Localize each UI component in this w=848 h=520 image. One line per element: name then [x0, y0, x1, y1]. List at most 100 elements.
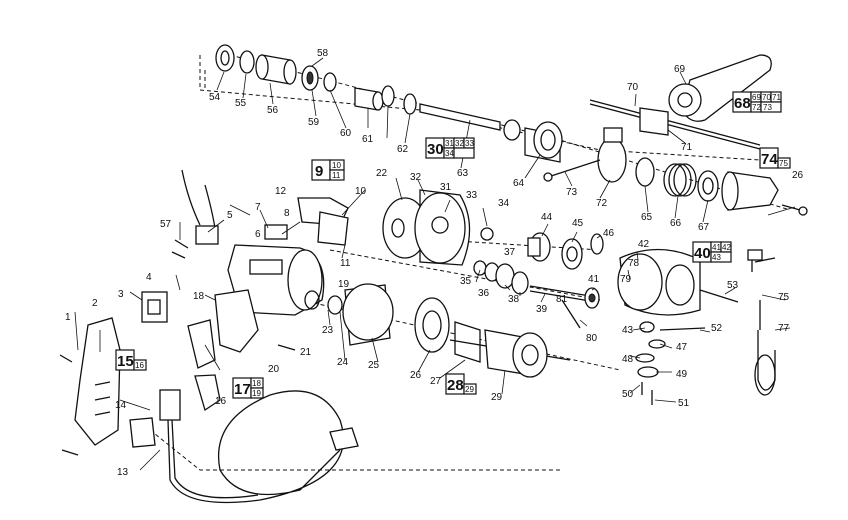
kit-box-17: 17 18 19 [232, 377, 264, 399]
label-34: 34 [498, 198, 510, 209]
label-53: 53 [727, 280, 739, 291]
svg-text:73: 73 [763, 103, 772, 112]
svg-text:16: 16 [135, 361, 144, 370]
part-80-81-pins [561, 299, 581, 329]
part-54-bearing-ring [215, 44, 235, 72]
label-10: 10 [355, 186, 367, 197]
label-41: 41 [588, 274, 600, 285]
part-16-strain-relief [194, 374, 221, 412]
kit-box-9: 9 10 11 [311, 159, 345, 181]
part-38-gear [511, 271, 529, 295]
label-80: 80 [586, 333, 598, 344]
part-5-brush-holder [181, 169, 219, 245]
label-5: 5 [227, 210, 233, 221]
label-26-top: 26 [792, 170, 804, 181]
part-48-49-washers [635, 353, 659, 378]
part-53-shaft [699, 289, 739, 303]
label-1: 1 [65, 312, 71, 323]
label-50: 50 [622, 389, 634, 400]
part-14-cord-clamp [129, 389, 181, 448]
label-60: 60 [340, 128, 352, 139]
label-33: 33 [466, 190, 478, 201]
label-69: 69 [674, 64, 686, 75]
part-72-clamp-band [597, 127, 627, 183]
part-37-gear [495, 263, 515, 289]
svg-text:19: 19 [252, 389, 261, 398]
kit-box-40: 40 41 42 43 [692, 241, 732, 263]
part-18-handle-half [214, 289, 259, 353]
part-29-armature-fan [484, 329, 548, 378]
motor-housing [227, 244, 325, 316]
svg-text:28: 28 [447, 377, 464, 394]
part-34-pin [480, 227, 494, 241]
label-23: 23 [322, 325, 334, 336]
svg-text:32: 32 [455, 139, 464, 148]
svg-text:43: 43 [712, 253, 721, 262]
label-6: 6 [255, 229, 261, 240]
part-1-screw [59, 354, 79, 456]
part-46-ring [590, 233, 604, 255]
label-11: 11 [340, 258, 351, 269]
svg-text:31: 31 [445, 139, 454, 148]
part-19-trigger [187, 319, 216, 369]
part-58-needle-bearing [301, 65, 319, 91]
svg-text:69: 69 [752, 93, 761, 102]
label-73: 73 [566, 187, 578, 198]
label-51: 51 [678, 398, 690, 409]
label-13: 13 [117, 467, 129, 478]
label-8: 8 [284, 208, 290, 219]
label-37: 37 [504, 247, 516, 258]
part-39-shaft [529, 285, 591, 302]
label-4: 4 [146, 272, 152, 283]
label-14: 14 [115, 400, 127, 411]
part-60-bushing [354, 87, 384, 111]
part-42-gear-housing [617, 248, 701, 316]
label-54: 54 [209, 92, 221, 103]
svg-text:10: 10 [332, 161, 341, 170]
label-20: 20 [268, 364, 280, 375]
label-21: 21 [300, 347, 312, 358]
part-13-power-cord [167, 390, 359, 504]
label-43: 43 [622, 325, 634, 336]
label-22: 22 [376, 168, 388, 179]
label-63: 63 [457, 168, 469, 179]
part-6-switch-clip [264, 224, 288, 240]
part-71-clamp [639, 107, 669, 136]
kit-box-68: 68 69 70 71 72 73 [732, 91, 782, 113]
kit-box-28: 28 29 [445, 373, 477, 395]
part-57-screw [171, 239, 189, 259]
svg-text:68: 68 [734, 95, 751, 112]
svg-text:18: 18 [252, 379, 261, 388]
part-47-ring [648, 339, 666, 349]
label-19: 19 [338, 279, 350, 290]
svg-text:9: 9 [315, 163, 323, 180]
part-26-chuck-screw [781, 204, 808, 216]
part-31-gear-case [414, 189, 471, 266]
label-24: 24 [337, 357, 349, 368]
part-41-bearing [584, 287, 600, 309]
label-61: 61 [362, 134, 374, 145]
label-44: 44 [541, 212, 553, 223]
part-67-ring [697, 170, 719, 202]
kit-box-30: 30 31 32 33 34 [425, 137, 475, 159]
part-55-ring [239, 50, 255, 74]
part-2-handle-half [74, 317, 121, 446]
label-55: 55 [235, 98, 247, 109]
label-72: 72 [596, 198, 608, 209]
part-59-bearing [323, 72, 337, 92]
label-81: 81 [556, 294, 568, 305]
label-27: 27 [430, 376, 442, 387]
part-64-clutch-sleeve [524, 121, 563, 163]
svg-text:34: 34 [445, 149, 454, 158]
svg-text:72: 72 [752, 103, 761, 112]
label-78: 78 [628, 258, 640, 269]
part-73-screw [543, 159, 601, 182]
svg-text:70: 70 [762, 93, 771, 102]
svg-text:30: 30 [427, 141, 444, 158]
part-52-rod [659, 327, 706, 331]
label-70: 70 [627, 82, 639, 93]
label-3: 3 [118, 289, 124, 300]
label-64: 64 [513, 178, 525, 189]
svg-text:15: 15 [117, 353, 134, 370]
label-16: 16 [215, 396, 227, 407]
